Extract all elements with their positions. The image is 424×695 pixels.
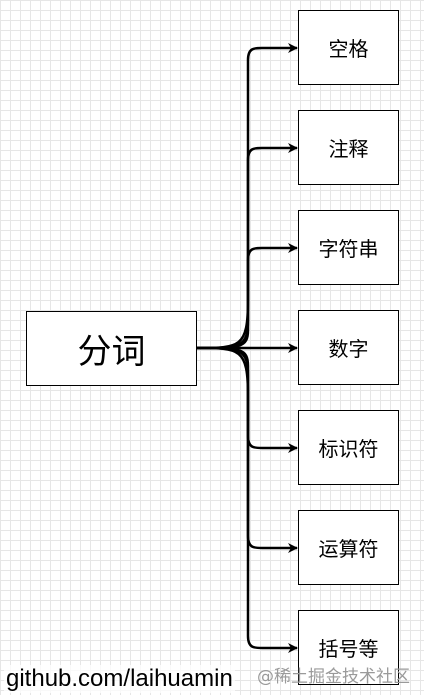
child-node-2: 注释 <box>298 110 399 185</box>
watermark-text: @稀土掘金技术社区 <box>257 667 410 687</box>
child-node-5: 标识符 <box>298 410 399 485</box>
child-node-6: 运算符 <box>298 510 399 585</box>
root-node: 分词 <box>26 311 197 386</box>
child-node-4: 数字 <box>298 310 399 385</box>
child-node-7: 括号等 <box>298 610 399 685</box>
connector-to-child-3 <box>196 243 298 350</box>
child-node-3: 字符串 <box>298 210 399 285</box>
connector-to-child-7 <box>196 346 298 653</box>
source-url-caption: github.com/laihuamin <box>4 665 235 693</box>
child-node-1: 空格 <box>298 10 399 85</box>
